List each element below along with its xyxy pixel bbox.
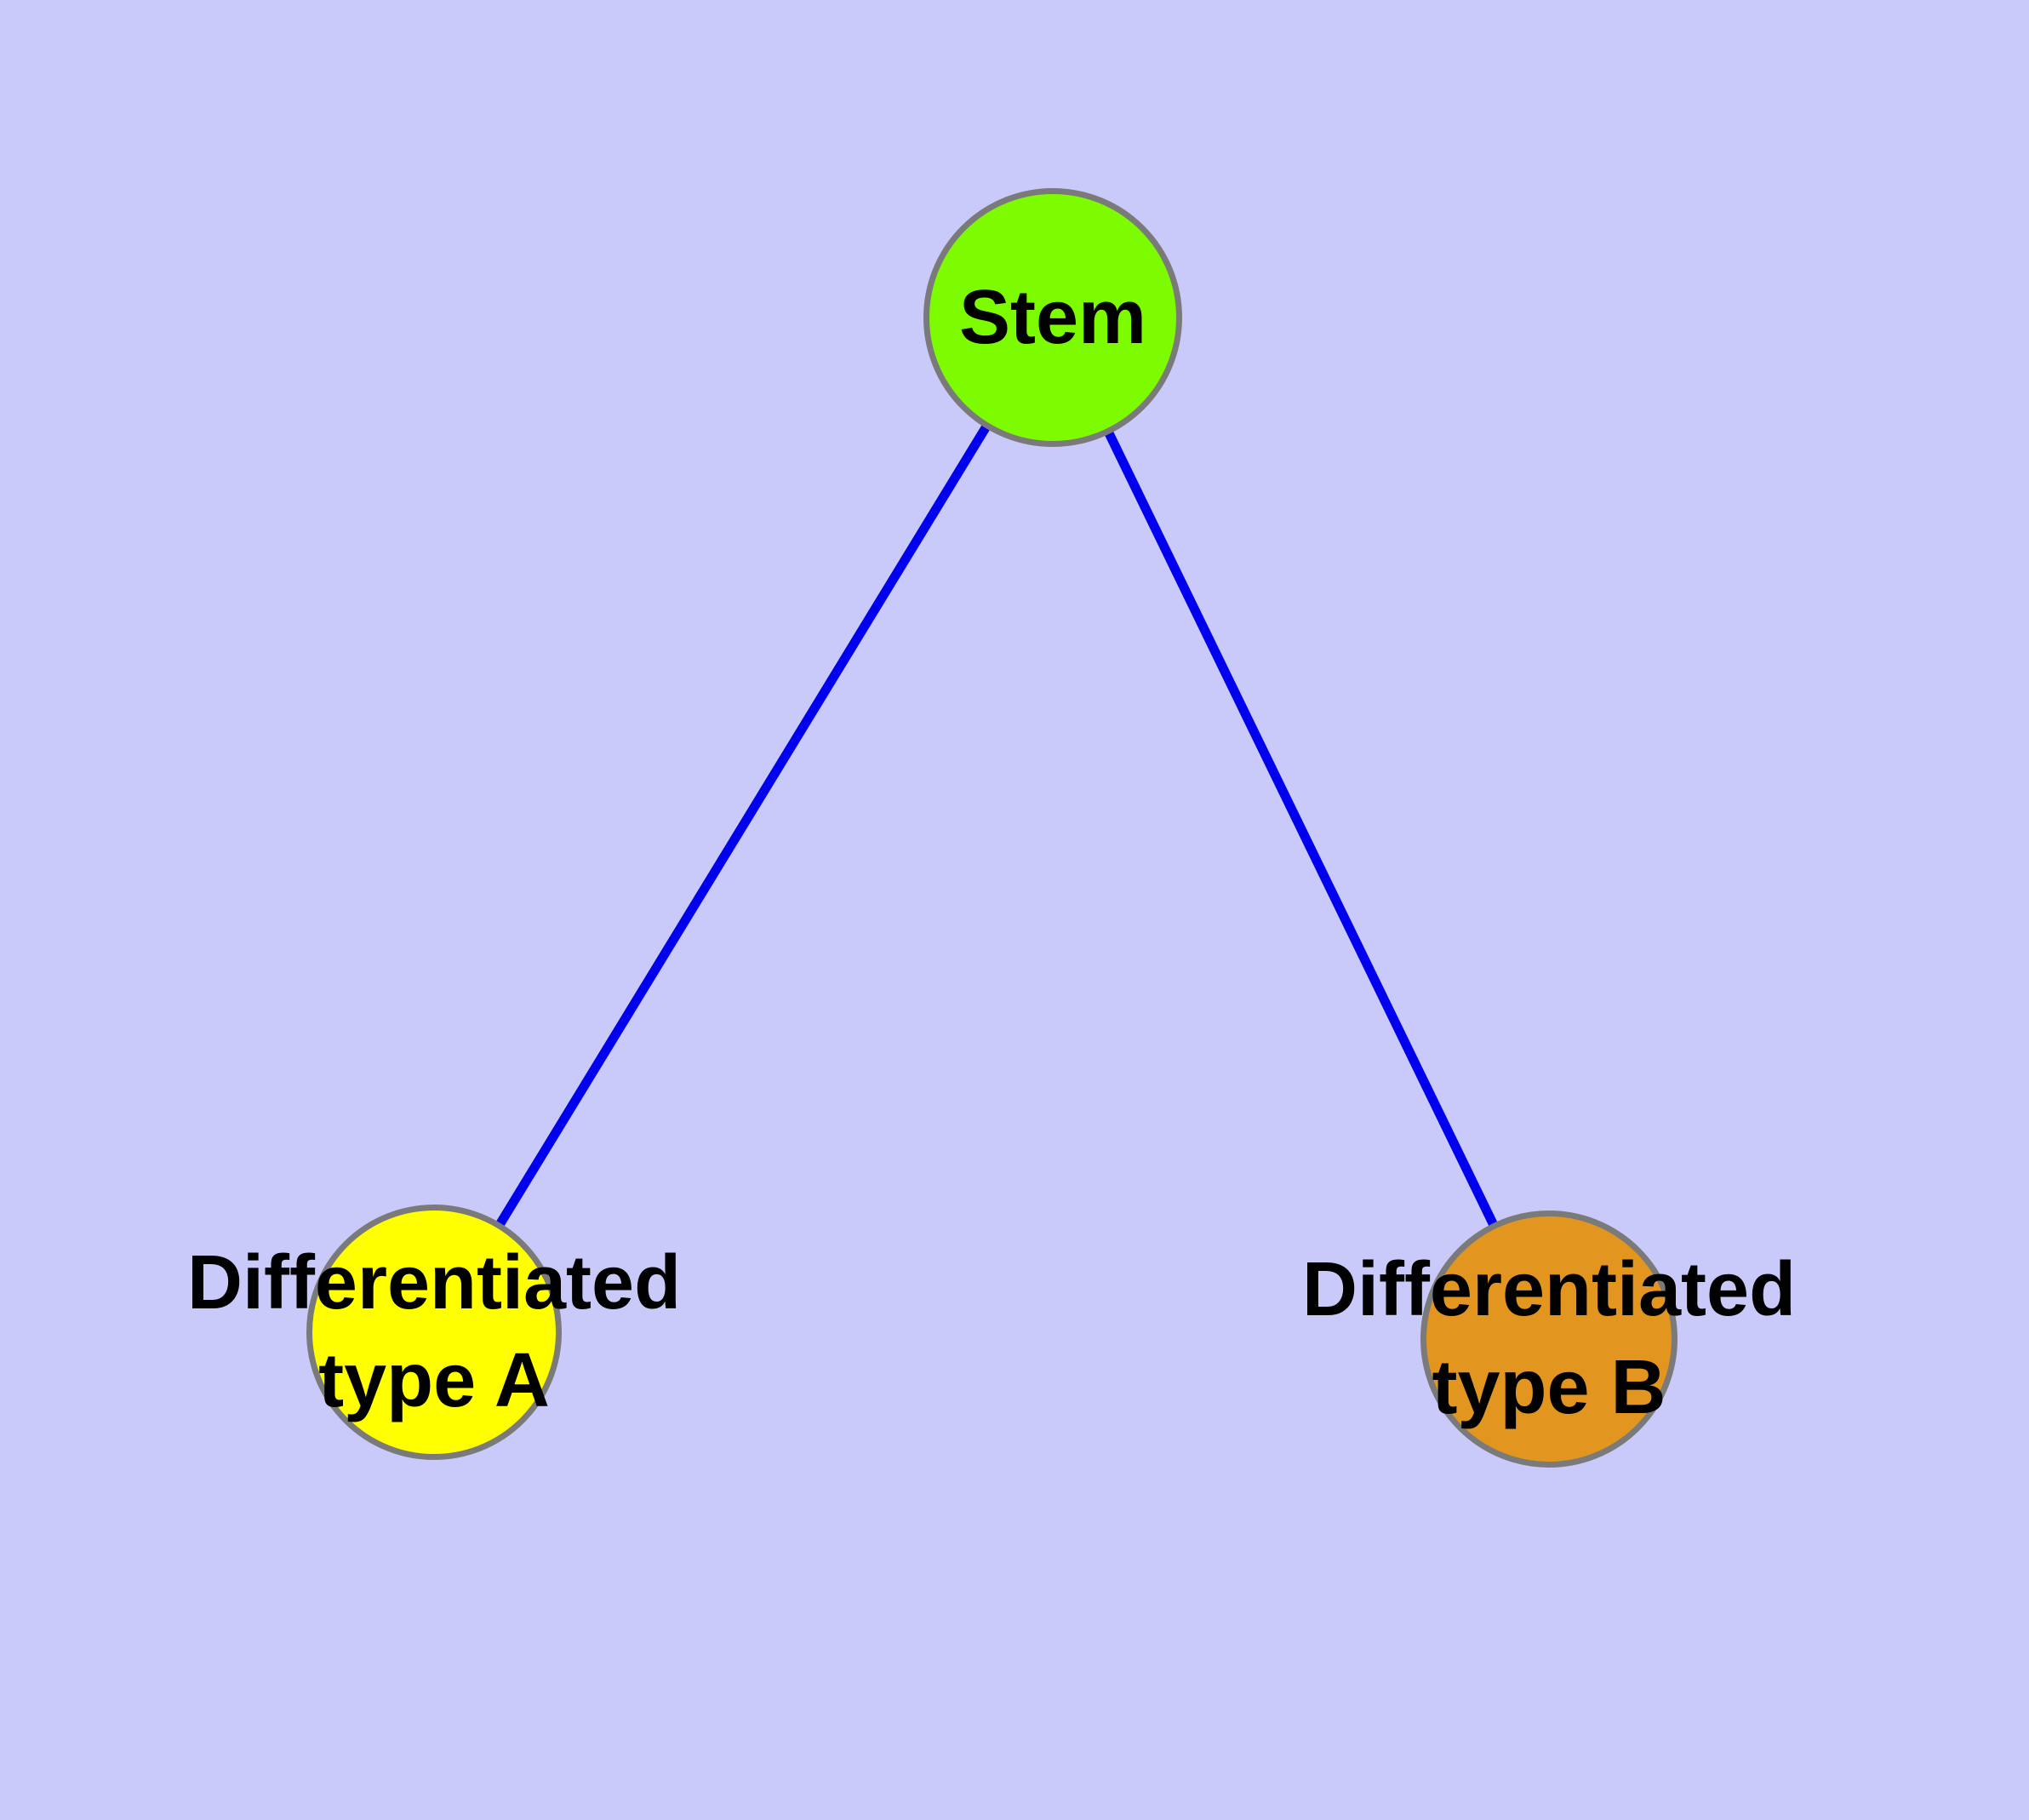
node-differentiated-type-b[interactable]: Differentiated type B (1302, 1210, 1796, 1468)
node-differentiated-type-b-label: Differentiated type B (1301, 1247, 1797, 1430)
node-stem[interactable]: Stem (923, 188, 1182, 447)
edge-stem-to-type-b (1049, 315, 1553, 1342)
node-differentiated-type-a[interactable]: Differentiated type A (187, 1205, 681, 1460)
node-stem-label: Stem (958, 274, 1147, 360)
node-differentiated-type-a-label: Differentiated type A (186, 1240, 682, 1423)
edge-stem-to-type-a (430, 315, 1057, 1335)
